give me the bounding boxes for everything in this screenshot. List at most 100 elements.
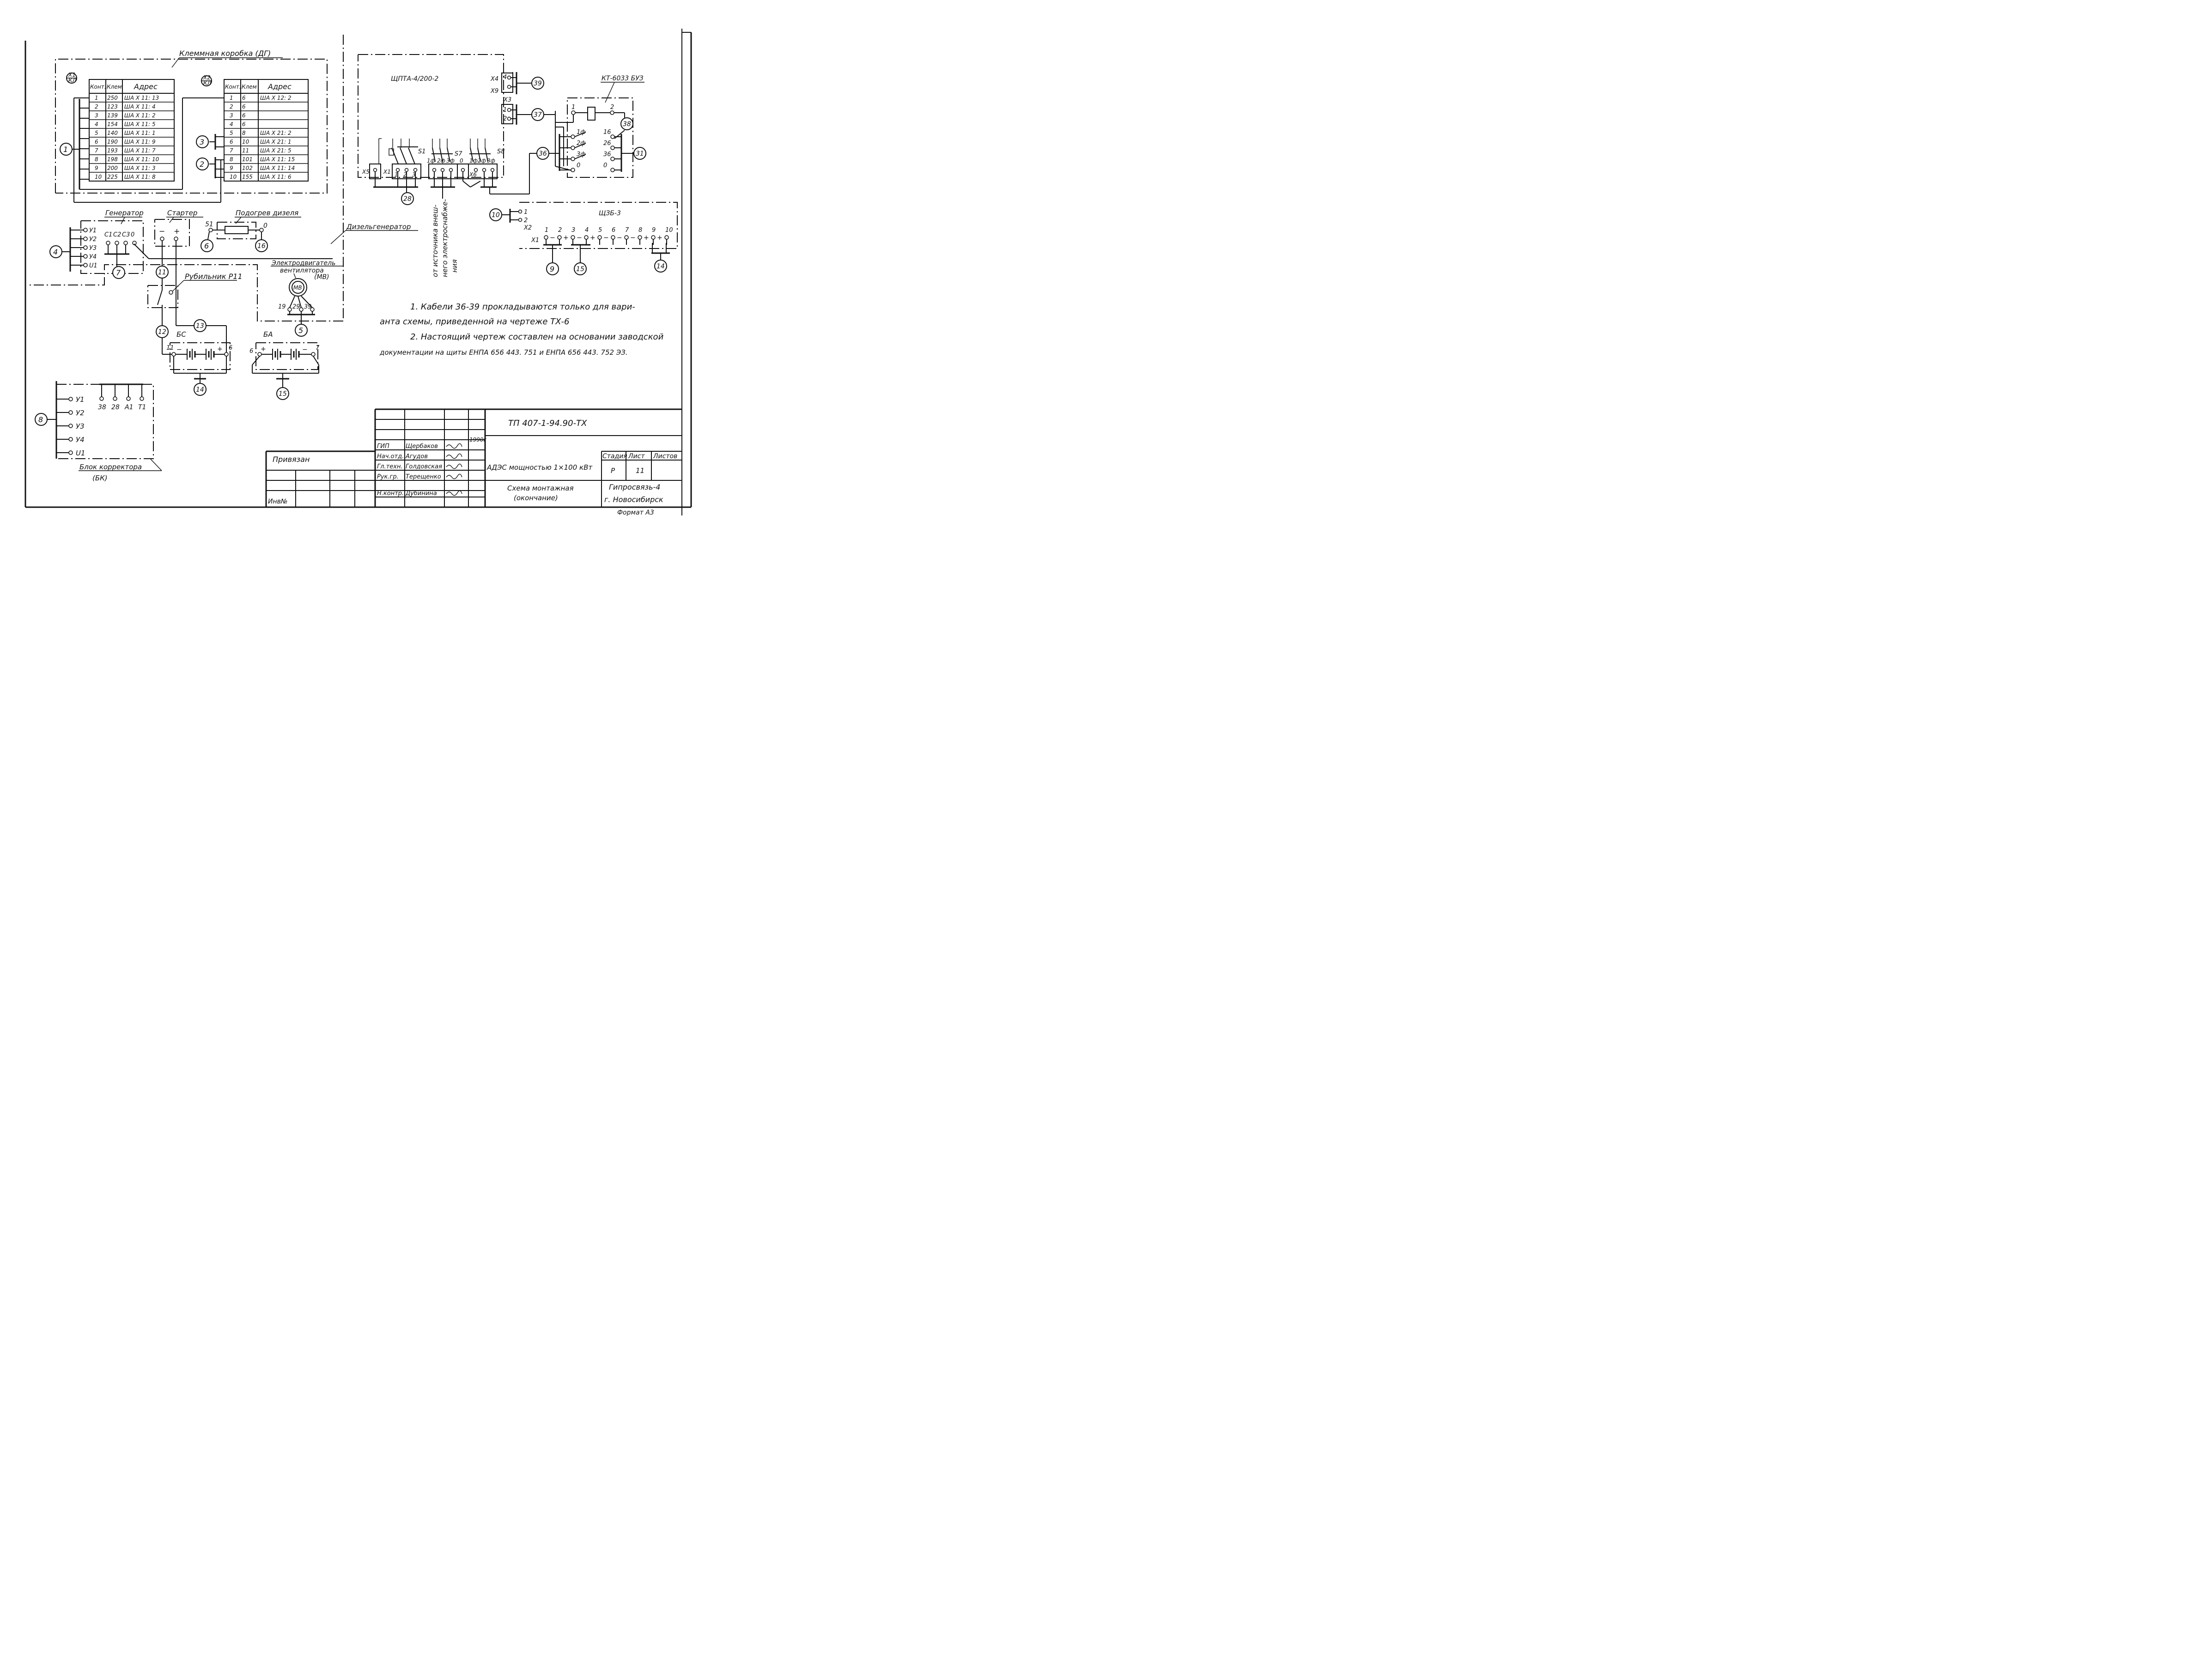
generator-term-label: C2 bbox=[113, 231, 121, 238]
motor-title-line3: (МВ) bbox=[314, 273, 329, 281]
table-cell-contact: 6 bbox=[230, 139, 233, 145]
generator-term-label: C3 bbox=[122, 231, 130, 238]
shzb-pin-number: 10 bbox=[665, 227, 673, 234]
table-cell-terminal: 155 bbox=[242, 174, 253, 180]
table-cell-contact: 1 bbox=[95, 95, 98, 101]
cable-13: 13 bbox=[176, 319, 227, 353]
svg-text:2: 2 bbox=[200, 160, 204, 169]
table-cell-terminal: 140 bbox=[107, 130, 118, 136]
corrector-top-label: 38 bbox=[98, 404, 106, 411]
svg-text:6: 6 bbox=[229, 345, 232, 352]
table-cell-contact: 7 bbox=[95, 147, 98, 154]
table-cell-contact: 5 bbox=[230, 130, 233, 136]
sheet-frame bbox=[24, 29, 692, 515]
shzb-pin bbox=[664, 235, 669, 240]
motor-symbol: МВ bbox=[293, 285, 302, 291]
table-cell-address: ША Х 21: 2 bbox=[260, 130, 292, 136]
signature-scribble bbox=[446, 453, 462, 459]
corrector-top-pin bbox=[99, 396, 104, 401]
diesel-generator-title: Дизельгенератор bbox=[346, 223, 411, 231]
table-cell-address: ША Х 11: 14 bbox=[260, 165, 295, 171]
table-cell-contact: 1 bbox=[230, 95, 233, 101]
svg-text:1ф: 1ф bbox=[469, 158, 478, 164]
table-cell-address: ША Х 11: 10 bbox=[124, 156, 159, 163]
svg-text:Х5: Х5 bbox=[362, 169, 370, 175]
shzb-pin-sign: − bbox=[630, 234, 636, 242]
shzb-pin-sign: − bbox=[577, 234, 582, 242]
generator-term-label: C1 bbox=[104, 231, 112, 238]
cable-28: 28 bbox=[401, 192, 414, 205]
svg-text:36: 36 bbox=[539, 150, 547, 158]
switch-title: Рубильник Р11 bbox=[185, 272, 243, 281]
table-cell-contact: 8 bbox=[95, 156, 98, 163]
sheet-value: 11 bbox=[636, 467, 644, 475]
svg-text:11: 11 bbox=[166, 345, 174, 352]
stage-header: Стадия bbox=[602, 453, 627, 460]
shzb-title: ЩЗБ-3 bbox=[599, 210, 621, 217]
terminal-box-title: Клеммная коробка (ДГ) bbox=[179, 49, 271, 58]
corrector-title: Блок корректора bbox=[79, 463, 142, 471]
svg-text:−: − bbox=[176, 346, 182, 353]
svg-text:2ф: 2ф bbox=[478, 158, 486, 164]
svg-text:Адрес: Адрес bbox=[267, 82, 292, 91]
cable-9: 9 bbox=[546, 262, 559, 275]
svg-text:S7: S7 bbox=[455, 151, 462, 158]
corrector-subtitle: (БК) bbox=[92, 474, 108, 482]
corrector-pin-label: U1 bbox=[76, 449, 85, 457]
svg-text:Х1: Х1 bbox=[68, 72, 76, 78]
note-1-line-2: анта схемы, приведенной на чертеже ТХ-6 bbox=[380, 317, 569, 327]
table-cell-address: ША Х 11: 15 bbox=[260, 156, 295, 163]
svg-text:него электроснабже-: него электроснабже- bbox=[441, 199, 449, 277]
svg-text:Клем: Клем bbox=[242, 84, 257, 90]
table-cell-contact: 9 bbox=[95, 165, 98, 171]
battery-ba: БА 6 7 + − bbox=[249, 330, 320, 387]
cable-15-ba: 15 bbox=[276, 387, 289, 400]
kt-pin-left bbox=[571, 134, 575, 139]
svg-text:S1: S1 bbox=[418, 148, 426, 155]
note-2-line-1: 2. Настоящий чертеж составлен на основан… bbox=[410, 332, 664, 342]
cable-8: 8 bbox=[35, 413, 48, 426]
signature-scribble bbox=[446, 463, 462, 469]
table-cell-contact: 8 bbox=[230, 156, 233, 163]
svg-text:51: 51 bbox=[205, 221, 213, 228]
svg-text:−: − bbox=[302, 346, 308, 353]
generator-term-pin bbox=[123, 241, 128, 245]
cable-14-shzb: 14 bbox=[654, 260, 667, 273]
svg-text:14: 14 bbox=[196, 386, 204, 394]
kt-pin-right bbox=[610, 134, 615, 139]
table-cell-terminal: 250 bbox=[107, 95, 118, 101]
shzb-pin-number: 8 bbox=[638, 227, 642, 234]
shzb-pin bbox=[638, 235, 642, 240]
table-cell-terminal: 8 bbox=[242, 130, 246, 136]
generator-pin bbox=[83, 236, 88, 241]
table-cell-contact: 3 bbox=[95, 112, 98, 119]
corrector-pin bbox=[68, 437, 73, 442]
org-line-2: г. Новосибирск bbox=[604, 495, 663, 504]
svg-text:от источника внеш-: от источника внеш- bbox=[431, 205, 439, 277]
svg-text:+: + bbox=[174, 227, 180, 236]
svg-text:1: 1 bbox=[395, 171, 398, 178]
shzb-pin-sign: + bbox=[590, 234, 596, 242]
table-cell-address: ША Х 11: 13 bbox=[124, 95, 159, 101]
svg-text:37: 37 bbox=[534, 111, 542, 119]
table-cell-contact: 9 bbox=[230, 165, 233, 171]
corrector-pin-label: У4 bbox=[76, 436, 85, 444]
corrector-pin-label: У2 bbox=[76, 409, 85, 417]
doc-code: ТП 407-1-94.90-ТХ bbox=[508, 418, 587, 428]
corrector-pin-label: У3 bbox=[76, 422, 85, 430]
table-cell-address: ША Х 11: 9 bbox=[124, 139, 156, 145]
corrector-top-pin bbox=[126, 396, 131, 401]
svg-text:1: 1 bbox=[524, 209, 528, 216]
svg-text:Конт.: Конт. bbox=[225, 84, 241, 90]
battery-bs-title: БС bbox=[176, 330, 186, 339]
table-cell-contact: 2 bbox=[95, 103, 98, 110]
svg-text:7: 7 bbox=[116, 268, 121, 277]
generator-pin-label: У1 bbox=[89, 227, 97, 234]
svg-text:0: 0 bbox=[460, 158, 463, 164]
battery-bs: БС 11 6 − + bbox=[166, 330, 232, 383]
signature-name: Дубинина bbox=[405, 490, 437, 497]
svg-text:ния: ния bbox=[450, 259, 459, 273]
starter: Стартер − + bbox=[154, 209, 203, 326]
